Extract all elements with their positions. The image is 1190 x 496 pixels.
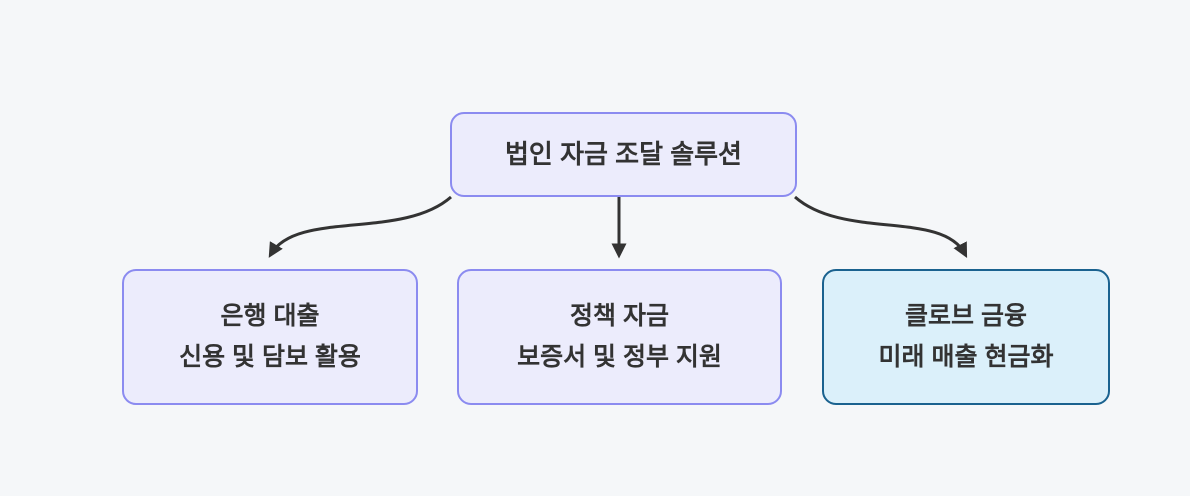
edge-root-to-bank-loan [268, 195, 452, 258]
node-bank-loan: 은행 대출 신용 및 담보 활용 [122, 269, 418, 405]
node-funding-solution: 법인 자금 조달 솔루션 [450, 112, 797, 197]
node-funding-solution-label: 법인 자금 조달 솔루션 [505, 139, 742, 170]
node-policy-funds-subtitle: 보증서 및 정부 지원 [517, 342, 722, 371]
node-clove-finance-subtitle: 미래 매출 현금화 [878, 342, 1054, 371]
node-bank-loan-subtitle: 신용 및 담보 활용 [179, 342, 361, 371]
node-policy-funds-title: 정책 자금 [570, 302, 669, 330]
edge-root-to-clove-finance [794, 195, 968, 258]
node-policy-funds: 정책 자금 보증서 및 정부 지원 [457, 269, 782, 405]
node-clove-finance: 클로브 금융 미래 매출 현금화 [822, 269, 1110, 405]
node-bank-loan-title: 은행 대출 [220, 302, 320, 330]
node-clove-finance-title: 클로브 금융 [905, 302, 1027, 330]
